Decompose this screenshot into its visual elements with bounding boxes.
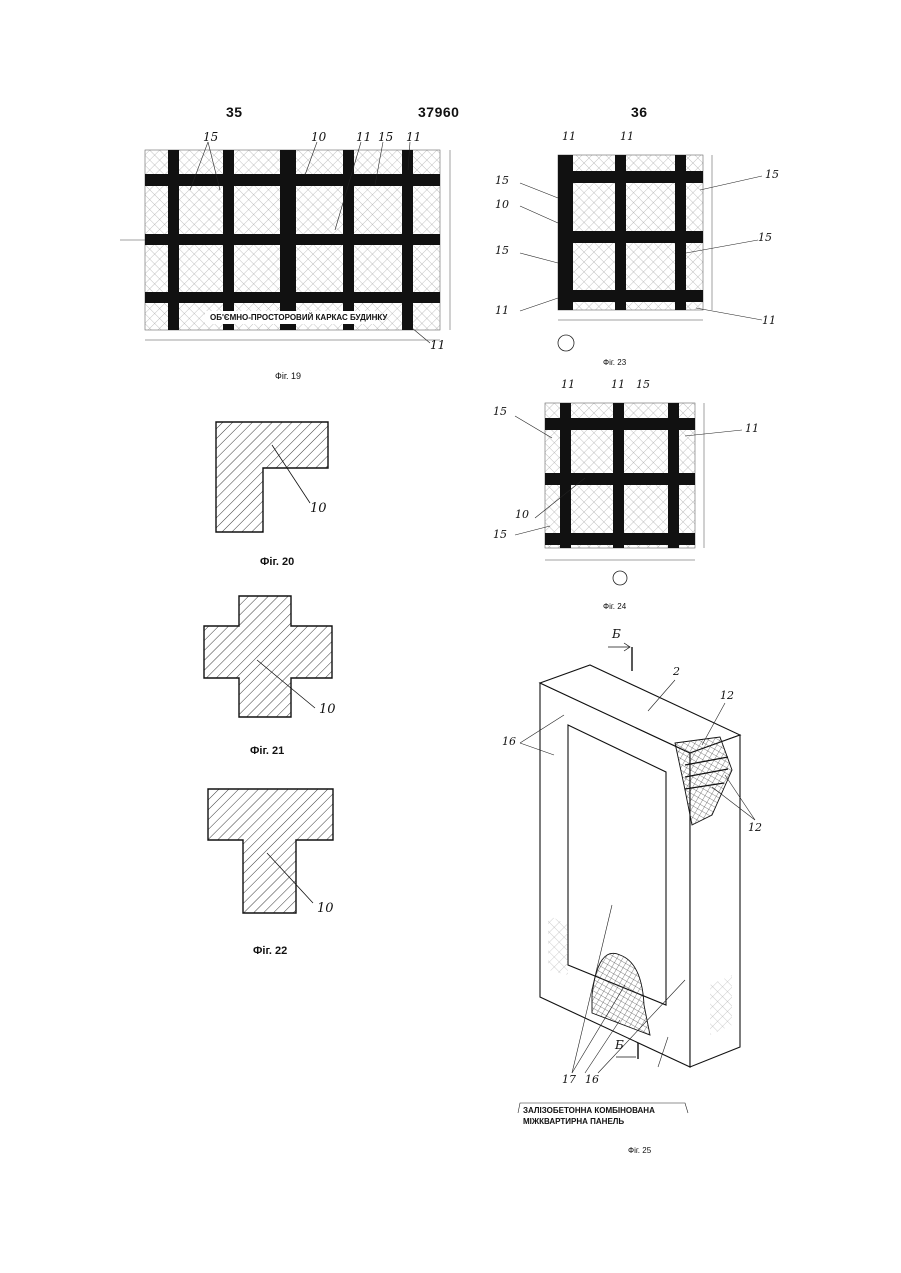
figure-19-label-10: 10 [311, 130, 326, 144]
page-number-left: 35 [226, 104, 243, 120]
figure-20-caption: Фіг. 20 [260, 556, 294, 568]
figure-23-label-top2: 11 [620, 130, 634, 143]
figure-23-label-15a: 15 [495, 174, 509, 187]
figure-23-caption: Фіг. 23 [603, 358, 626, 367]
figure-25-section-bottom: Б [615, 1038, 624, 1052]
figure-24-label-15b: 15 [493, 528, 507, 541]
figure-24-label-r11: 11 [745, 422, 759, 435]
figure-24-label-top2: 11 [611, 378, 625, 391]
figure-21-label: 10 [319, 702, 336, 717]
figure-22: 10 Фіг. 22 [195, 783, 355, 963]
figure-25-label-17: 17 [562, 1073, 576, 1086]
figure-23-label-r11: 11 [762, 314, 776, 327]
figure-19-drawing [120, 130, 465, 360]
page-number-right: 36 [631, 104, 648, 120]
figure-20: 10 Фіг. 20 [200, 415, 360, 575]
figure-25-caption: Фіг. 25 [628, 1146, 651, 1155]
figure-24: 11 11 15 15 10 15 11 Фіг. 24 [490, 378, 790, 613]
figure-19-label-15b: 15 [378, 130, 393, 144]
figure-23-label-10: 10 [495, 198, 509, 211]
figure-23-drawing [490, 128, 790, 358]
figure-25-panel-line1: ЗАЛІЗОБЕТОННА КОМБІНОВАНА [523, 1106, 655, 1115]
figure-25-section-top: Б [612, 627, 621, 641]
figure-25: Б Б 2 12 12 16 17 16 ЗАЛІЗОБЕТОННА КОМБІ… [480, 625, 780, 1160]
figure-21: 10 Фіг. 21 [195, 590, 355, 765]
figure-20-drawing [200, 415, 360, 545]
figure-25-label-12b: 12 [748, 821, 762, 834]
figure-21-caption: Фіг. 21 [250, 745, 284, 757]
figure-25-label-16b: 16 [585, 1073, 599, 1086]
figure-25-label-2: 2 [673, 665, 680, 678]
figure-19-banner: ОБ'ЄМНО-ПРОСТОРОВИЙ КАРКАС БУДИНКУ [210, 313, 387, 322]
figure-19: ОБ'ЄМНО-ПРОСТОРОВИЙ КАРКАС БУДИНКУ 15 10… [120, 130, 465, 385]
figure-20-label: 10 [310, 501, 327, 516]
figure-23: 11 11 15 10 15 11 15 15 11 Фіг. 23 [490, 128, 790, 373]
figure-22-label: 10 [317, 901, 334, 916]
figure-24-caption: Фіг. 24 [603, 602, 626, 611]
figure-25-label-16: 16 [502, 735, 516, 748]
figure-24-label-top3: 15 [636, 378, 650, 391]
figure-19-label-11b: 11 [406, 130, 421, 144]
figure-19-caption: Фіг. 19 [275, 371, 301, 381]
figure-19-label-11c: 11 [430, 338, 445, 352]
figure-24-drawing [490, 378, 790, 598]
figure-23-label-r15a: 15 [765, 168, 779, 181]
figure-23-label-r15b: 15 [758, 231, 772, 244]
figure-24-label-top1: 11 [561, 378, 575, 391]
figure-25-panel-line2: МІЖКВАРТИРНА ПАНЕЛЬ [523, 1117, 624, 1126]
figure-24-label-15: 15 [493, 405, 507, 418]
figure-23-label-11: 11 [495, 304, 509, 317]
figure-24-label-10: 10 [515, 508, 529, 521]
figure-19-label-15: 15 [203, 130, 218, 144]
figure-23-label-top1: 11 [562, 130, 576, 143]
figure-25-label-12a: 12 [720, 689, 734, 702]
figure-25-drawing [480, 625, 780, 1145]
figure-23-label-15b: 15 [495, 244, 509, 257]
figure-22-caption: Фіг. 22 [253, 945, 287, 957]
patent-number: 37960 [418, 104, 459, 120]
figure-19-label-11a: 11 [356, 130, 371, 144]
